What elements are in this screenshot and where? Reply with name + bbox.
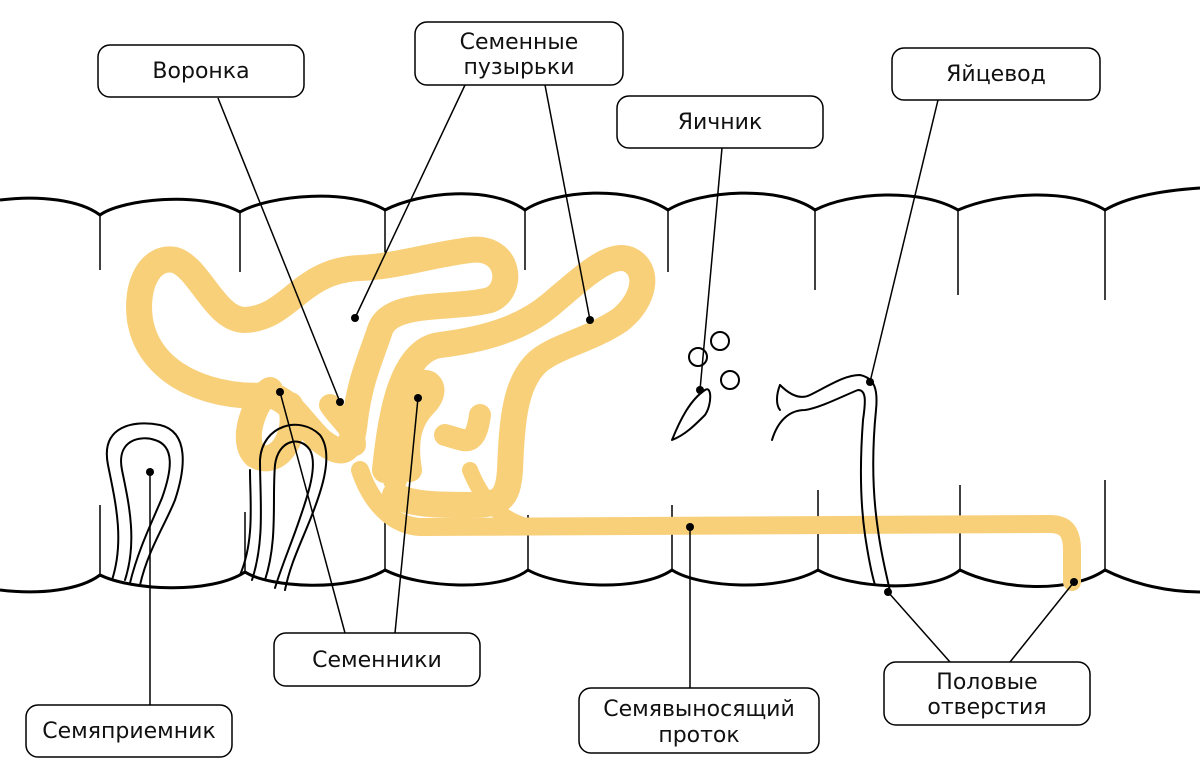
label-seminal-vesicles-line2: пузырьки	[464, 55, 575, 80]
label-genital-pores-line1: Половые	[936, 670, 1037, 695]
male-reproductive-organs	[126, 236, 1081, 591]
leader-lines	[146, 84, 1078, 705]
label-funnel: Воронка	[97, 44, 305, 98]
label-seminal-vesicles-line1: Семенные	[460, 30, 579, 55]
ovary	[671, 331, 740, 441]
label-funnel-text: Воронка	[152, 59, 249, 84]
body-wall-top	[0, 186, 1200, 300]
label-spermatheca: Семяприемник	[25, 704, 233, 758]
label-oviduct-text: Яйцевод	[946, 62, 1046, 87]
body-wall-bottom	[0, 480, 1200, 594]
oviduct	[771, 374, 891, 593]
label-ovary-text: Яичник	[678, 110, 763, 135]
label-spermatheca-text: Семяприемник	[42, 719, 215, 744]
label-genital-pores-line2: отверстия	[927, 695, 1046, 720]
label-ovary: Яичник	[616, 95, 824, 149]
label-genital-pores: Половые отверстия	[883, 661, 1091, 726]
label-vas-deferens: Семявыносящий проток	[578, 687, 820, 754]
label-oviduct: Яйцевод	[891, 47, 1101, 101]
label-testes-text: Семенники	[312, 648, 442, 673]
spermathecae	[105, 422, 328, 591]
label-seminal-vesicles: Семенные пузырьки	[414, 21, 624, 86]
label-vas-deferens-line1: Семявыносящий	[603, 697, 795, 722]
label-vas-deferens-line2: проток	[658, 723, 739, 748]
label-testes: Семенники	[273, 632, 481, 687]
